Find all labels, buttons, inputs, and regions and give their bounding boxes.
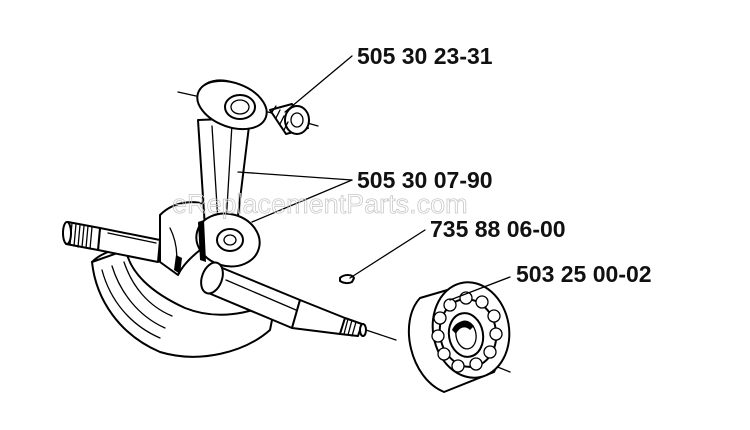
part-number-crankshaft-assembly: 505 30 07-90	[357, 167, 493, 193]
part-number-key: 735 88 06-00	[430, 216, 566, 242]
needle-bearing-drawing	[177, 91, 319, 135]
right-shaft-drawing	[200, 261, 397, 341]
connecting-rod-drawing	[195, 79, 268, 268]
bearing-balls	[431, 291, 503, 373]
part-number-wrist-pin-bearing: 505 30 23-31	[357, 43, 493, 69]
part-number-ball-bearing: 503 25 00-02	[516, 261, 652, 287]
ball-bearing-drawing	[407, 281, 511, 393]
leader-lines	[237, 55, 511, 301]
left-shaft-drawing	[62, 221, 161, 263]
watermark-text: eReplacementParts.com	[172, 189, 468, 219]
